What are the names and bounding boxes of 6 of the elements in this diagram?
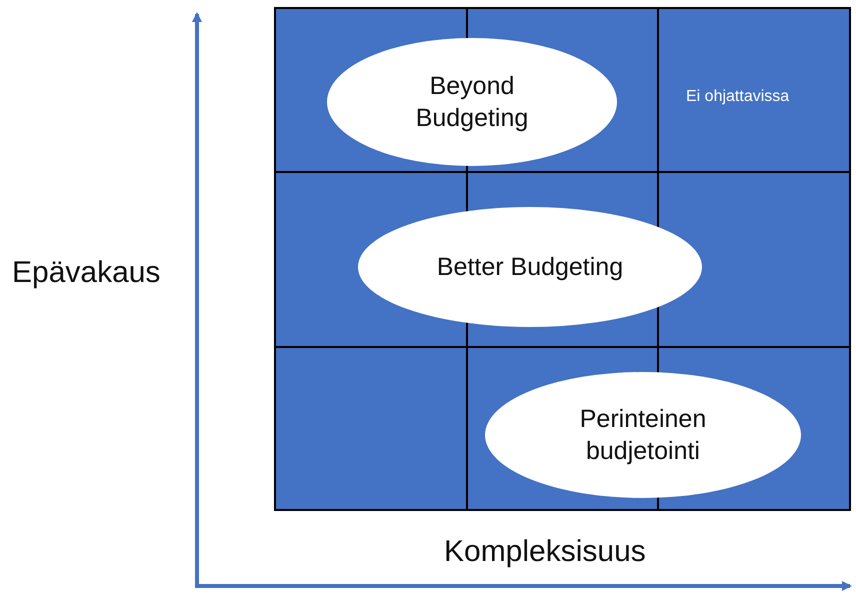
node-text: Beyond Budgeting — [414, 71, 530, 134]
axis-label: Kompleksisuus — [444, 535, 646, 569]
node-text: Perinteinen budjetointi — [578, 404, 708, 467]
axis-label: Epävakaus — [12, 256, 160, 290]
cell-label: Ei ohjattavissa — [686, 88, 790, 106]
node-text: Better Budgeting — [436, 252, 624, 283]
